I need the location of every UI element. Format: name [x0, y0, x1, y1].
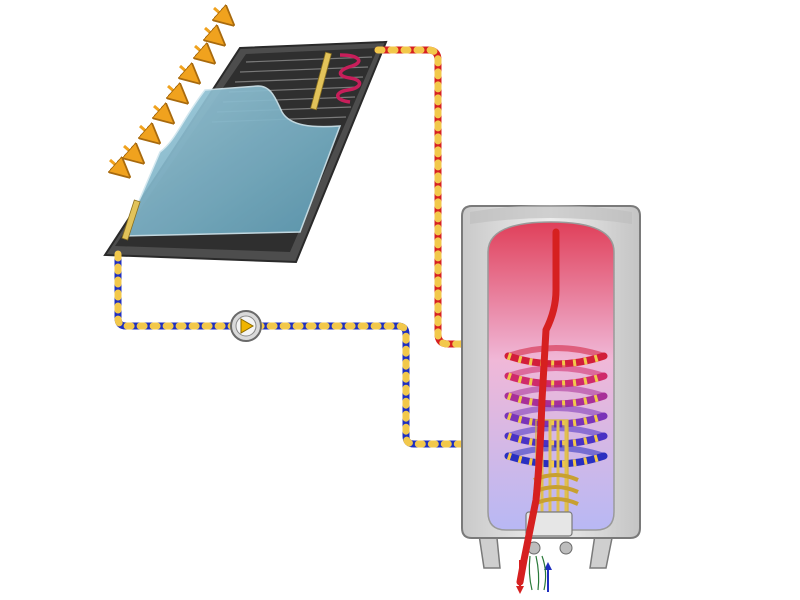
- coil-loop-back: [507, 365, 605, 379]
- sun-rays: [110, 8, 230, 174]
- coil-loop: [504, 432, 608, 448]
- header-pipe: [310, 51, 332, 111]
- heat-exchanger-coil: [504, 345, 608, 468]
- coil-loop-back: [507, 345, 605, 359]
- coil-loop-back: [507, 385, 605, 399]
- heater-wires: [528, 555, 547, 591]
- circulation-pump: [230, 310, 262, 342]
- sun-ray-arrow-icon: [180, 66, 196, 80]
- coil-loop-back: [507, 405, 605, 419]
- sun-ray-arrow-icon: [154, 106, 170, 120]
- sun-ray-arrow-icon: [124, 146, 140, 160]
- coil-loop: [504, 452, 608, 468]
- hot-outlet-pipe: [516, 228, 560, 586]
- pump-icon: [240, 318, 254, 334]
- cold-return-pipe: [114, 250, 466, 448]
- sun-ray-arrow-icon: [140, 126, 156, 140]
- outlet-connections: [516, 555, 552, 594]
- hot-supply-pipe: [374, 46, 466, 348]
- heater-flange: [525, 511, 573, 537]
- sun-ray-arrow-icon: [205, 28, 221, 42]
- header-pipe-bottom: [121, 199, 141, 241]
- coil-loop-back: [507, 445, 605, 459]
- glass-cover: [122, 85, 342, 237]
- sun-ray-arrow-icon: [195, 46, 211, 60]
- coil-loop-back: [507, 425, 605, 439]
- sun-ray-arrow-icon: [168, 86, 184, 100]
- sun-ray-arrow-icon: [110, 160, 126, 174]
- coil-loop: [504, 372, 608, 388]
- pipes: [114, 46, 466, 448]
- hot-supply-pipe-dashes: [374, 46, 466, 348]
- cold-return-pipe-dashes: [114, 250, 466, 448]
- coil-loop: [504, 352, 608, 368]
- coil-loop: [504, 392, 608, 408]
- sun-ray-arrow-icon: [214, 8, 230, 22]
- collector-serpentine: [336, 53, 362, 104]
- tank-top-cap: [470, 205, 632, 224]
- coil-loop: [504, 412, 608, 428]
- solar-collector: [103, 40, 388, 264]
